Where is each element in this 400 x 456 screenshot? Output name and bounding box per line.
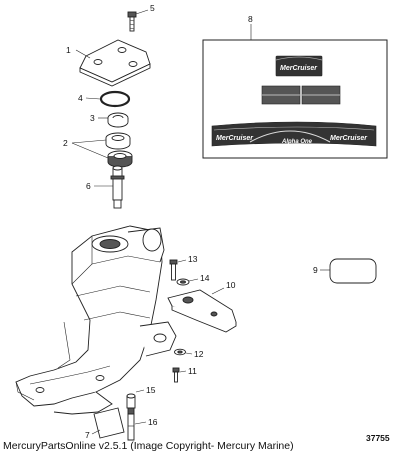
part-10-anode-plate: [167, 289, 237, 333]
callout-5: 5: [150, 3, 155, 13]
leader-12: [185, 352, 193, 355]
part-16-tube: [127, 413, 135, 441]
leader-4: [85, 97, 101, 100]
leader-2b: [71, 142, 109, 159]
leader-5: [135, 9, 149, 15]
part-5-screw: [127, 11, 137, 32]
figure-number: 37755: [366, 433, 390, 443]
decal-brand-right: MerCruiser: [330, 135, 368, 142]
leader-7: [91, 429, 101, 435]
callout-16: 16: [148, 417, 158, 427]
part-4-o-ring: [99, 90, 131, 108]
callout-14: 14: [200, 273, 210, 283]
callout-11: 11: [188, 366, 197, 376]
callout-15: 15: [146, 385, 156, 395]
callout-1: 1: [66, 45, 71, 55]
decal-brand-small: MerCruiser: [280, 65, 318, 72]
callout-12: 12: [194, 349, 204, 359]
leader-13: [177, 259, 187, 263]
leader-14: [188, 278, 199, 282]
part-13-stud: [169, 259, 178, 281]
image-caption: MercuryPartsOnline v2.5.1 (Image Copyrig…: [3, 440, 294, 452]
decal-brand-left: MerCruiser: [216, 135, 254, 142]
callout-8: 8: [248, 14, 253, 24]
leader-1: [75, 49, 91, 59]
callout-13: 13: [188, 254, 198, 264]
callout-2: 2: [63, 138, 68, 148]
leader-16: [134, 421, 147, 425]
part-7-gasket: [93, 407, 125, 439]
callout-9: 9: [313, 265, 318, 275]
leader-11: [179, 370, 187, 373]
part-15-fitting: [126, 393, 136, 415]
callout-4: 4: [78, 93, 83, 103]
part-1-cover: [79, 39, 151, 87]
callout-6: 6: [86, 181, 91, 191]
callout-7: 7: [85, 430, 90, 440]
part-2-bearing: [105, 132, 133, 168]
part-12-washer: [174, 348, 186, 356]
part-11-bolt: [172, 367, 180, 383]
leader-2a: [71, 139, 107, 144]
drive-shaft-housing: [15, 225, 177, 415]
callout-3: 3: [90, 113, 95, 123]
leader-15: [135, 389, 145, 393]
part-14-washer: [176, 278, 190, 286]
part-6-shaft: [110, 165, 125, 209]
leader-10: [211, 287, 225, 295]
decal-model: Alpha One: [281, 139, 313, 145]
part-8-decal-set: MerCruiser MerCruiser Alpha One MerCruis…: [202, 39, 388, 159]
part-3-seal: [107, 112, 129, 128]
callout-10: 10: [226, 280, 236, 290]
part-9-plate: [329, 258, 377, 284]
